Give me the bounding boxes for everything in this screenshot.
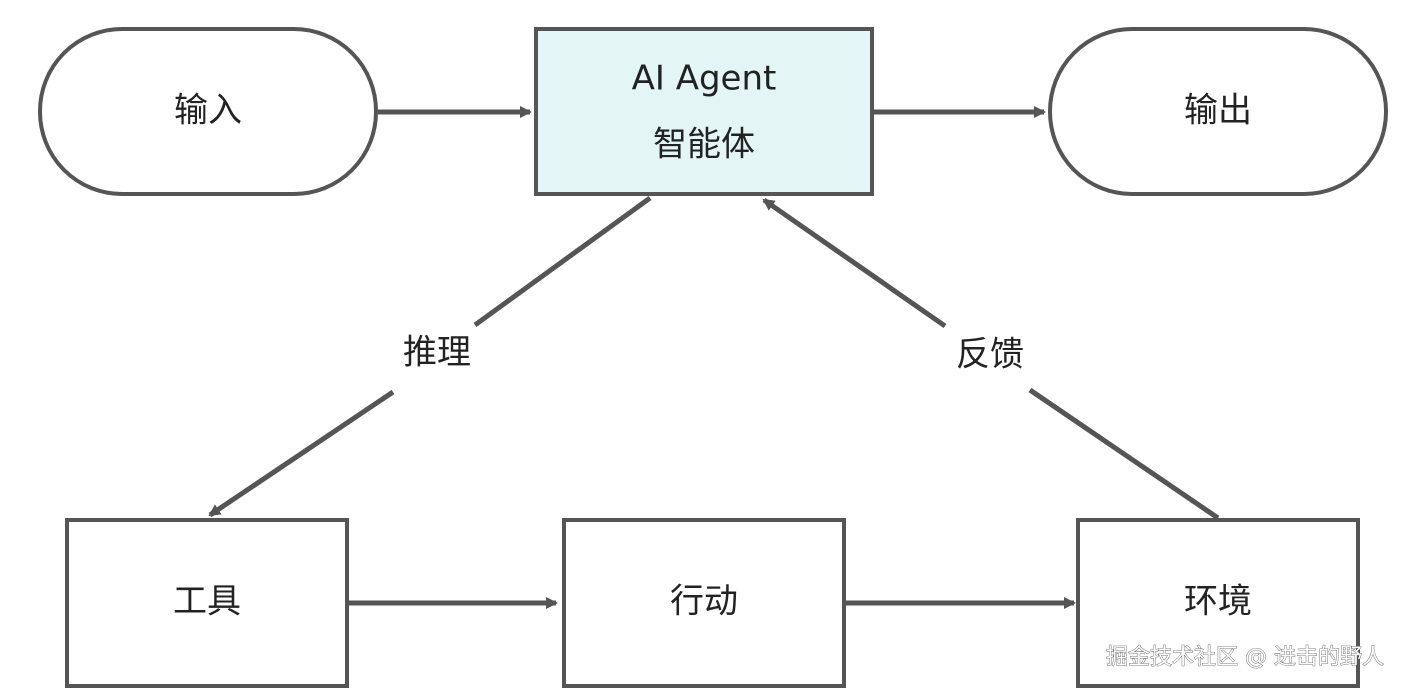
agent-title: AI Agent bbox=[632, 59, 777, 99]
edge-feedback-upper bbox=[762, 197, 947, 329]
edge-reasoning-upper bbox=[473, 195, 652, 328]
tools-node bbox=[65, 518, 349, 688]
watermark-text: 掘金技术社区 @ 进击的野人 bbox=[1106, 645, 1384, 670]
action-node bbox=[562, 518, 846, 688]
edge-feedback-lower bbox=[1028, 387, 1220, 521]
edge-reasoning-lower bbox=[208, 389, 395, 518]
reasoning-edge-label: 推理 bbox=[403, 333, 471, 373]
agent-node bbox=[534, 27, 874, 196]
environment-node bbox=[1076, 518, 1360, 688]
agent-subtitle: 智能体 bbox=[653, 125, 755, 165]
input-label: 输入 bbox=[174, 91, 242, 131]
output-node bbox=[1048, 27, 1388, 196]
input-node bbox=[38, 27, 378, 196]
feedback-edge-label: 反馈 bbox=[956, 335, 1024, 375]
action-label: 行动 bbox=[670, 582, 738, 622]
tools-label: 工具 bbox=[173, 582, 241, 622]
environment-label: 环境 bbox=[1184, 582, 1252, 622]
output-label: 输出 bbox=[1184, 91, 1252, 131]
